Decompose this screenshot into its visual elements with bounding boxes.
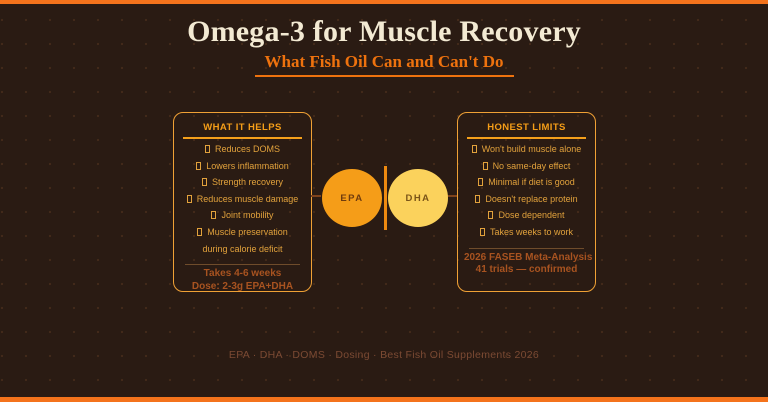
bottom-accent-bar [0, 397, 768, 402]
list-item: Doesn't replace protein [464, 191, 589, 208]
checkbox-icon [186, 194, 192, 203]
subtitle-wrapper: What Fish Oil Can and Can't Do [0, 52, 768, 77]
list-item: Lowers inflammation [180, 158, 305, 175]
benefits-list: Reduces DOMS Lowers inflammation Strengt… [180, 141, 305, 257]
list-item-label: Joint mobility [221, 210, 274, 221]
checkbox-icon [197, 227, 203, 236]
benefits-footnote-line: Dose: 2-3g EPA+DHA [191, 280, 294, 292]
limits-list: Won't build muscle alone No same-day eff… [464, 141, 589, 241]
list-item: Takes weeks to work [464, 224, 589, 241]
connector-line-right [447, 195, 457, 197]
list-item: Joint mobility [180, 207, 305, 224]
checkbox-icon [479, 227, 485, 236]
checkbox-icon [211, 211, 217, 220]
list-item-label: Won't build muscle alone [481, 144, 582, 154]
list-item-label: Lowers inflammation [206, 160, 289, 171]
checkbox-icon [478, 178, 484, 187]
epa-circle: EPA [322, 169, 382, 227]
list-item: Strength recovery [180, 174, 305, 191]
limits-footnote-line: 41 trials — confirmed [475, 264, 578, 276]
list-item-label: Minimal if diet is good [488, 177, 575, 188]
list-item: Dose dependent [464, 207, 589, 224]
checkbox-icon [196, 161, 202, 170]
checkbox-icon [201, 178, 207, 187]
card-divider [185, 264, 300, 266]
list-item-label: Dose dependent [498, 210, 565, 221]
connector-line-left [311, 195, 321, 197]
list-item-label: Muscle preservation [207, 226, 288, 237]
page-title: Omega-3 for Muscle Recovery [187, 15, 581, 48]
checkbox-icon [482, 161, 488, 170]
list-item: No same-day effect [464, 158, 589, 175]
limits-card: HONEST LIMITS Won't build muscle alone N… [457, 112, 596, 292]
list-item-label: Reduces muscle damage [196, 193, 299, 204]
venn-divider-bar [383, 166, 387, 230]
checkbox-icon [488, 211, 494, 220]
list-item-label: during calorie deficit [202, 243, 283, 254]
list-item-continuation: during calorie deficit [180, 241, 305, 258]
checkbox-icon [475, 194, 481, 203]
list-item-label: No same-day effect [492, 160, 571, 171]
benefits-footnote-line: Takes 4-6 weeks [203, 268, 282, 280]
list-item: Reduces DOMS [180, 141, 305, 158]
checkbox-icon [204, 145, 210, 153]
list-item: Minimal if diet is good [464, 174, 589, 191]
card-divider [469, 247, 584, 249]
limits-card-title: HONEST LIMITS [467, 119, 586, 139]
list-item-label: Strength recovery [211, 177, 284, 188]
footer-tagline: EPA · DHA · DOMS · Dosing · Best Fish Oi… [228, 349, 540, 361]
dha-circle: DHA [388, 169, 448, 227]
list-item-label: Reduces DOMS [214, 144, 281, 154]
page-subtitle: What Fish Oil Can and Can't Do [254, 52, 514, 77]
list-item: Won't build muscle alone [464, 141, 589, 158]
list-item: Muscle preservation [180, 224, 305, 241]
list-item-label: Takes weeks to work [489, 226, 574, 237]
checkbox-icon [471, 145, 477, 153]
list-item-label: Doesn't replace protein [485, 193, 578, 204]
top-accent-bar [0, 0, 768, 4]
list-item: Reduces muscle damage [180, 191, 305, 208]
benefits-card-title: WHAT IT HELPS [183, 119, 302, 139]
benefits-card: WHAT IT HELPS Reduces DOMS Lowers inflam… [173, 112, 312, 292]
limits-footnote-line: 2026 FASEB Meta-Analysis [464, 251, 593, 263]
